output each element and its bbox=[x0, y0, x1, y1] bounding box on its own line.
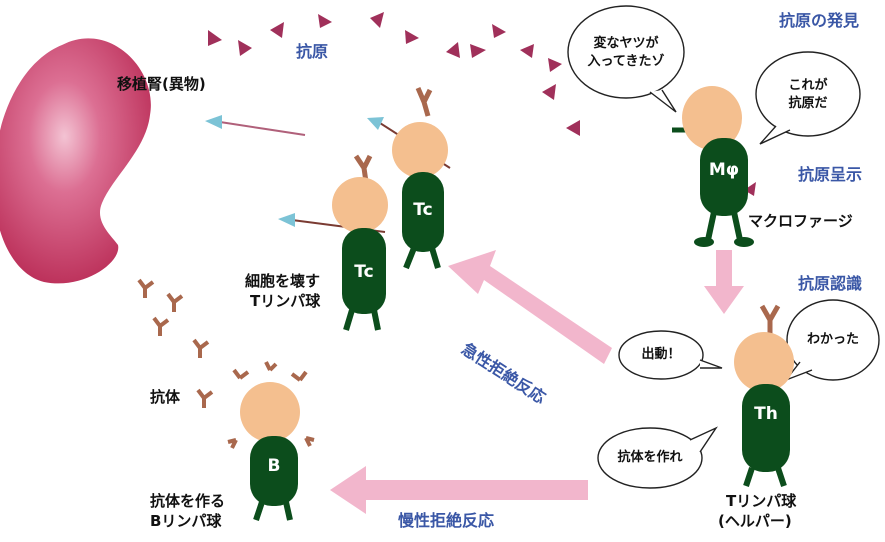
mphi-right-bubble-line1: これが bbox=[788, 78, 828, 93]
mphi-left-bubble-line1: 変なヤツが bbox=[593, 36, 659, 51]
kidney-label: 移植腎(異物) bbox=[117, 75, 206, 93]
kidney-icon bbox=[0, 38, 151, 284]
th-cell-label: Th bbox=[754, 404, 778, 424]
antigen-triangles bbox=[208, 12, 756, 196]
antigen-label: 抗原 bbox=[296, 42, 329, 61]
tc-back-cell-label: Tc bbox=[413, 200, 433, 220]
antigen-presentation-label: 抗原呈示 bbox=[798, 165, 863, 184]
antigen-discovery-label: 抗原の発見 bbox=[779, 11, 860, 30]
th-description-line1: Tリンパ球 bbox=[726, 492, 797, 510]
th-description-line2: (ヘルパー) bbox=[718, 512, 792, 530]
macrophage-cell-label: Mφ bbox=[708, 160, 740, 180]
tc-front-character bbox=[332, 154, 388, 331]
tc-back-character bbox=[392, 87, 448, 270]
pink-arrows bbox=[330, 250, 744, 514]
b-description-line1: 抗体を作る bbox=[150, 492, 226, 510]
tc-description-line1: 細胞を壊す bbox=[245, 272, 321, 290]
th-right-bubble: わかった bbox=[806, 332, 859, 347]
th-left-bubble: 出動！ bbox=[641, 347, 681, 362]
macrophage-character bbox=[672, 86, 754, 247]
b-character bbox=[227, 361, 315, 521]
speech-bubbles bbox=[567, 5, 880, 489]
tc-description-line2: Tリンパ球 bbox=[250, 292, 321, 310]
tc-front-cell-label: Tc bbox=[354, 262, 374, 282]
mphi-left-bubble-line2: 入ってきたゾ bbox=[587, 54, 665, 69]
macrophage-label: マクロファージ bbox=[748, 212, 853, 230]
mphi-right-bubble-line2: 抗原だ bbox=[788, 96, 828, 111]
b-cell-label: B bbox=[267, 456, 281, 476]
antibody-label: 抗体 bbox=[150, 388, 181, 406]
antibody-icons bbox=[137, 278, 214, 408]
th-character bbox=[734, 304, 794, 487]
antigen-recognition-label: 抗原認識 bbox=[798, 274, 863, 293]
chronic-rejection-label: 慢性拒絶反応 bbox=[398, 511, 495, 530]
b-description-line2: Bリンパ球 bbox=[150, 512, 222, 530]
th-bottom-bubble: 抗体を作れ bbox=[617, 450, 683, 465]
